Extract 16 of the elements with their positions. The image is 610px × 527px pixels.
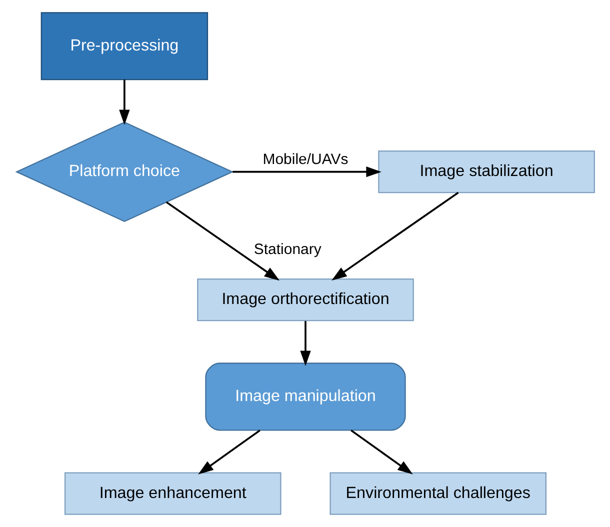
edge-label: Stationary bbox=[253, 241, 321, 258]
arrow bbox=[331, 192, 458, 281]
node-box: Image manipulation bbox=[204, 362, 406, 431]
node-box: Environmental challenges bbox=[329, 472, 546, 515]
arrow bbox=[300, 321, 310, 366]
arrow bbox=[165, 201, 280, 281]
arrow bbox=[350, 430, 412, 474]
node-box: Image enhancement bbox=[64, 472, 281, 515]
node-box: Image stabilization bbox=[378, 150, 594, 194]
node-diamond: Platform choice bbox=[14, 122, 234, 222]
edge-label: Mobile/UAVs bbox=[262, 151, 348, 168]
node-box: Image orthorectification bbox=[196, 278, 414, 322]
node-box: Pre-processing bbox=[40, 12, 208, 80]
arrow bbox=[198, 430, 260, 474]
arrow bbox=[232, 166, 381, 178]
arrow bbox=[118, 80, 130, 125]
